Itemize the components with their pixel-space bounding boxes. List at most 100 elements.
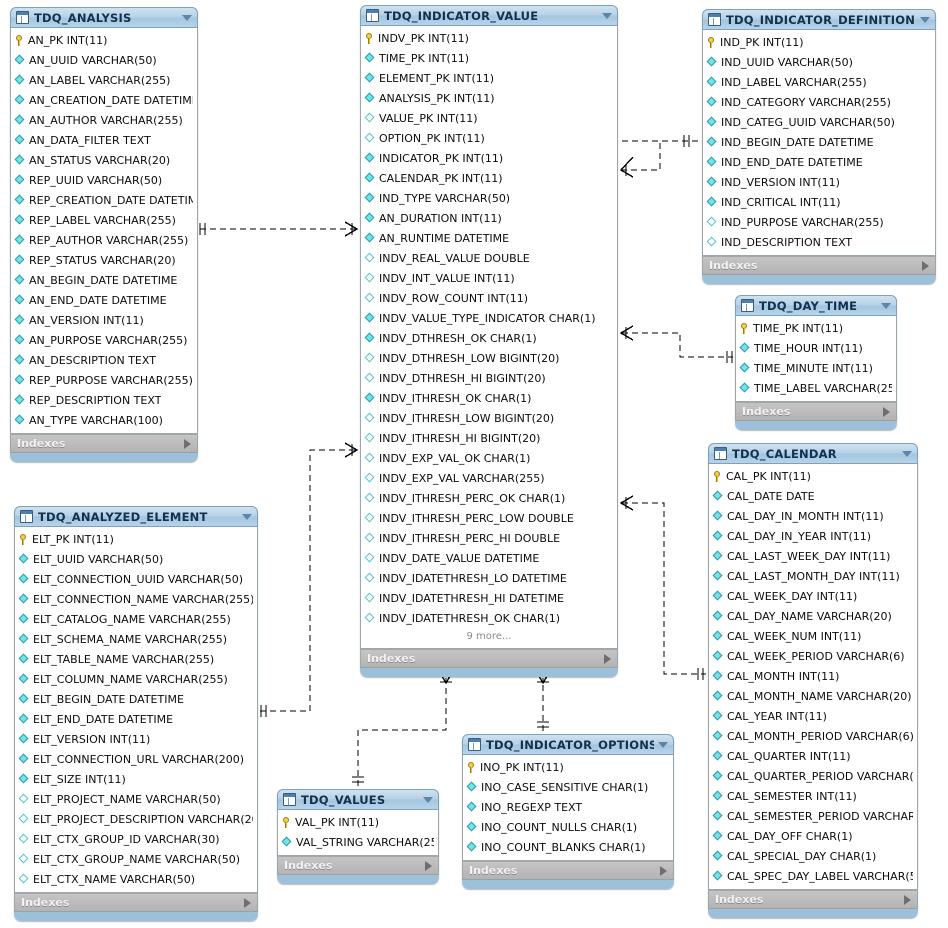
column-row[interactable]: ELT_BEGIN_DATE DATETIME <box>15 689 257 709</box>
column-row[interactable]: INO_PK INT(11) <box>463 757 673 777</box>
column-row[interactable]: ANALYSIS_PK INT(11) <box>361 88 617 108</box>
column-row[interactable]: CAL_DAY_NAME VARCHAR(20) <box>709 606 917 626</box>
column-row[interactable]: IND_TYPE VARCHAR(50) <box>361 188 617 208</box>
column-row[interactable]: INDV_DTHRESH_OK CHAR(1) <box>361 328 617 348</box>
column-row[interactable]: CAL_WEEK_DAY INT(11) <box>709 586 917 606</box>
column-row[interactable]: VAL_PK INT(11) <box>278 812 438 832</box>
entity-header-tdq-indicator-options[interactable]: TDQ_INDICATOR_OPTIONS <box>462 734 674 755</box>
indexes-bar-tdq-calendar[interactable]: Indexes <box>708 890 918 909</box>
column-row[interactable]: IND_LABEL VARCHAR(255) <box>703 72 935 92</box>
column-row[interactable]: INDV_EXP_VAL VARCHAR(255) <box>361 468 617 488</box>
column-row[interactable]: ELEMENT_PK INT(11) <box>361 68 617 88</box>
column-row[interactable]: ELT_END_DATE DATETIME <box>15 709 257 729</box>
column-row[interactable]: INDV_INT_VALUE INT(11) <box>361 268 617 288</box>
column-row[interactable]: AN_LABEL VARCHAR(255) <box>11 70 197 90</box>
column-row[interactable]: AN_VERSION INT(11) <box>11 310 197 330</box>
column-row[interactable]: TIME_PK INT(11) <box>361 48 617 68</box>
entity-header-tdq-day-time[interactable]: TDQ_DAY_TIME <box>735 295 897 316</box>
column-row[interactable]: CAL_DAY_IN_MONTH INT(11) <box>709 506 917 526</box>
column-row[interactable]: AN_PURPOSE VARCHAR(255) <box>11 330 197 350</box>
column-row[interactable]: INDV_ITHRESH_HI BIGINT(20) <box>361 428 617 448</box>
column-row[interactable]: INDV_DATE_VALUE DATETIME <box>361 548 617 568</box>
column-row[interactable]: AN_UUID VARCHAR(50) <box>11 50 197 70</box>
column-row[interactable]: IND_CATEG_UUID VARCHAR(50) <box>703 112 935 132</box>
column-row[interactable]: CAL_DATE DATE <box>709 486 917 506</box>
column-row[interactable]: AN_END_DATE DATETIME <box>11 290 197 310</box>
column-row[interactable]: INDV_ITHRESH_LOW BIGINT(20) <box>361 408 617 428</box>
column-row[interactable]: CAL_QUARTER_PERIOD VARCHAR(5) <box>709 766 917 786</box>
column-row[interactable]: ELT_CONNECTION_NAME VARCHAR(255) <box>15 589 257 609</box>
column-row[interactable]: INDV_IDATETHRESH_OK CHAR(1) <box>361 608 617 628</box>
column-row[interactable]: ELT_UUID VARCHAR(50) <box>15 549 257 569</box>
entity-header-tdq-analysis[interactable]: TDQ_ANALYSIS <box>10 7 198 28</box>
chevron-down-icon[interactable] <box>242 513 252 520</box>
column-row[interactable]: INDV_PK INT(11) <box>361 28 617 48</box>
column-row[interactable]: REP_UUID VARCHAR(50) <box>11 170 197 190</box>
column-row[interactable]: ELT_SIZE INT(11) <box>15 769 257 789</box>
column-row[interactable]: AN_AUTHOR VARCHAR(255) <box>11 110 197 130</box>
column-row[interactable]: VALUE_PK INT(11) <box>361 108 617 128</box>
chevron-down-icon[interactable] <box>602 12 612 19</box>
column-row[interactable]: CALENDAR_PK INT(11) <box>361 168 617 188</box>
column-row[interactable]: REP_LABEL VARCHAR(255) <box>11 210 197 230</box>
column-row[interactable]: AN_STATUS VARCHAR(20) <box>11 150 197 170</box>
column-row[interactable]: CAL_SPEC_DAY_LABEL VARCHAR(50) <box>709 866 917 886</box>
column-row[interactable]: INDV_VALUE_TYPE_INDICATOR CHAR(1) <box>361 308 617 328</box>
column-row[interactable]: INO_REGEXP TEXT <box>463 797 673 817</box>
column-row[interactable]: CAL_WEEK_PERIOD VARCHAR(6) <box>709 646 917 666</box>
column-row[interactable]: AN_DESCRIPTION TEXT <box>11 350 197 370</box>
indexes-bar-tdq-indicator-options[interactable]: Indexes <box>462 861 674 880</box>
column-row[interactable]: TIME_LABEL VARCHAR(255) <box>736 378 896 398</box>
column-row[interactable]: AN_DATA_FILTER TEXT <box>11 130 197 150</box>
column-row[interactable]: INO_COUNT_BLANKS CHAR(1) <box>463 837 673 857</box>
column-row[interactable]: ELT_TABLE_NAME VARCHAR(255) <box>15 649 257 669</box>
chevron-down-icon[interactable] <box>902 450 912 457</box>
indexes-bar-tdq-indicator-value[interactable]: Indexes <box>360 649 618 668</box>
column-row[interactable]: REP_PURPOSE VARCHAR(255) <box>11 370 197 390</box>
column-row[interactable]: CAL_MONTH INT(11) <box>709 666 917 686</box>
triangle-right-icon[interactable] <box>883 406 890 417</box>
triangle-right-icon[interactable] <box>425 860 432 871</box>
indexes-bar-tdq-day-time[interactable]: Indexes <box>735 402 897 421</box>
column-row[interactable]: INDV_ITHRESH_PERC_LOW DOUBLE <box>361 508 617 528</box>
column-row[interactable]: IND_UUID VARCHAR(50) <box>703 52 935 72</box>
entity-header-tdq-analyzed-element[interactable]: TDQ_ANALYZED_ELEMENT <box>14 506 258 527</box>
column-row[interactable]: TIME_PK INT(11) <box>736 318 896 338</box>
indexes-bar-tdq-analysis[interactable]: Indexes <box>10 434 198 453</box>
column-row[interactable]: IND_VERSION INT(11) <box>703 172 935 192</box>
column-row[interactable]: CAL_SEMESTER INT(11) <box>709 786 917 806</box>
column-row[interactable]: AN_PK INT(11) <box>11 30 197 50</box>
column-row[interactable]: IND_BEGIN_DATE DATETIME <box>703 132 935 152</box>
column-row[interactable]: CAL_DAY_IN_YEAR INT(11) <box>709 526 917 546</box>
column-row[interactable]: ELT_PROJECT_DESCRIPTION VARCHAR(200) <box>15 809 257 829</box>
column-row[interactable]: CAL_WEEK_NUM INT(11) <box>709 626 917 646</box>
column-row[interactable]: IND_CATEGORY VARCHAR(255) <box>703 92 935 112</box>
column-row[interactable]: INO_COUNT_NULLS CHAR(1) <box>463 817 673 837</box>
column-row[interactable]: INDV_DTHRESH_LOW BIGINT(20) <box>361 348 617 368</box>
column-row[interactable]: IND_END_DATE DATETIME <box>703 152 935 172</box>
chevron-down-icon[interactable] <box>881 302 891 309</box>
column-row[interactable]: AN_CREATION_DATE DATETIME <box>11 90 197 110</box>
column-row[interactable]: OPTION_PK INT(11) <box>361 128 617 148</box>
column-row[interactable]: ELT_PK INT(11) <box>15 529 257 549</box>
column-row[interactable]: AN_RUNTIME DATETIME <box>361 228 617 248</box>
indexes-bar-tdq-analyzed-element[interactable]: Indexes <box>14 893 258 912</box>
chevron-down-icon[interactable] <box>658 741 668 748</box>
column-row[interactable]: CAL_LAST_MONTH_DAY INT(11) <box>709 566 917 586</box>
column-row[interactable]: INDICATOR_PK INT(11) <box>361 148 617 168</box>
column-row[interactable]: INDV_REAL_VALUE DOUBLE <box>361 248 617 268</box>
column-row[interactable]: INDV_ROW_COUNT INT(11) <box>361 288 617 308</box>
more-columns-label[interactable]: 9 more... <box>466 631 512 642</box>
indexes-bar-tdq-values[interactable]: Indexes <box>277 856 439 875</box>
column-row[interactable]: AN_BEGIN_DATE DATETIME <box>11 270 197 290</box>
column-row[interactable]: REP_STATUS VARCHAR(20) <box>11 250 197 270</box>
triangle-right-icon[interactable] <box>244 897 251 908</box>
chevron-down-icon[interactable] <box>182 14 192 21</box>
column-row[interactable]: INDV_EXP_VAL_OK CHAR(1) <box>361 448 617 468</box>
